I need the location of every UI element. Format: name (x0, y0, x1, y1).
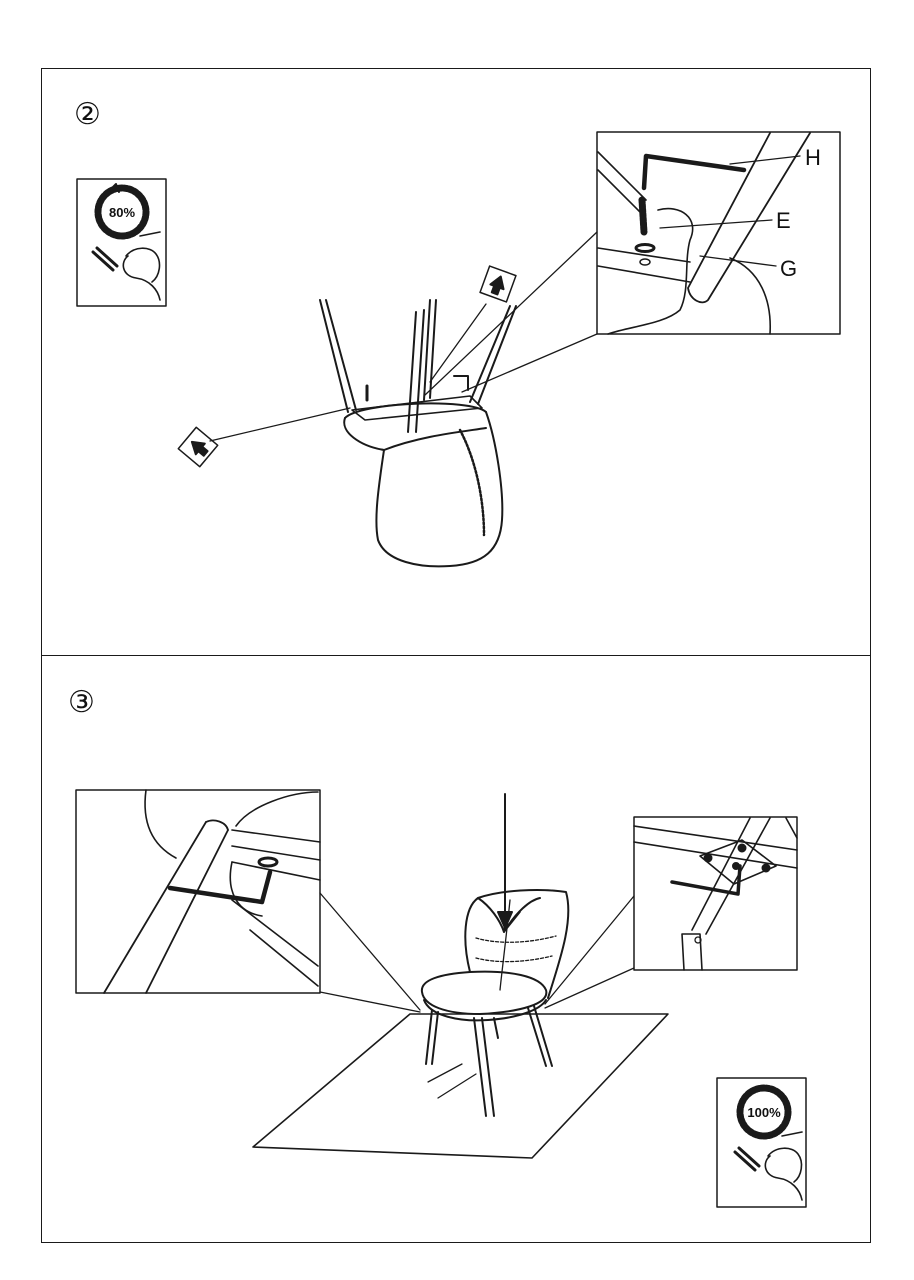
callout-leader-lines-right (544, 895, 635, 1009)
callout-leader-lines-left (319, 892, 421, 1013)
tighten-100-label: 100% (747, 1105, 781, 1120)
label-h: H (805, 145, 821, 170)
down-arrow-icon (497, 911, 513, 929)
detail-callout-step-3-right (633, 816, 798, 971)
step-2-number: ② (74, 97, 101, 132)
arrow-pointer-line-left (209, 407, 351, 442)
step-3-panel (41, 655, 871, 1243)
up-arrow-icon (479, 265, 517, 303)
detail-callout-step-3-left (75, 789, 321, 994)
floor-mat (252, 1013, 669, 1159)
label-e: E (776, 208, 791, 233)
step-3-number: ③ (68, 685, 95, 720)
detail-callout-step-2: H E G (596, 131, 841, 335)
tighten-80-icon: 80% (76, 178, 167, 307)
tighten-80-label: 80% (109, 205, 135, 220)
upside-down-chair (319, 299, 517, 568)
tighten-100-icon: 100% (716, 1077, 807, 1208)
arrow-pointer-line-top (429, 303, 487, 383)
up-arrow-icon (177, 426, 219, 468)
floor-shadow (427, 1063, 477, 1099)
label-g: G (780, 256, 797, 281)
callout-leader-lines (424, 231, 598, 396)
